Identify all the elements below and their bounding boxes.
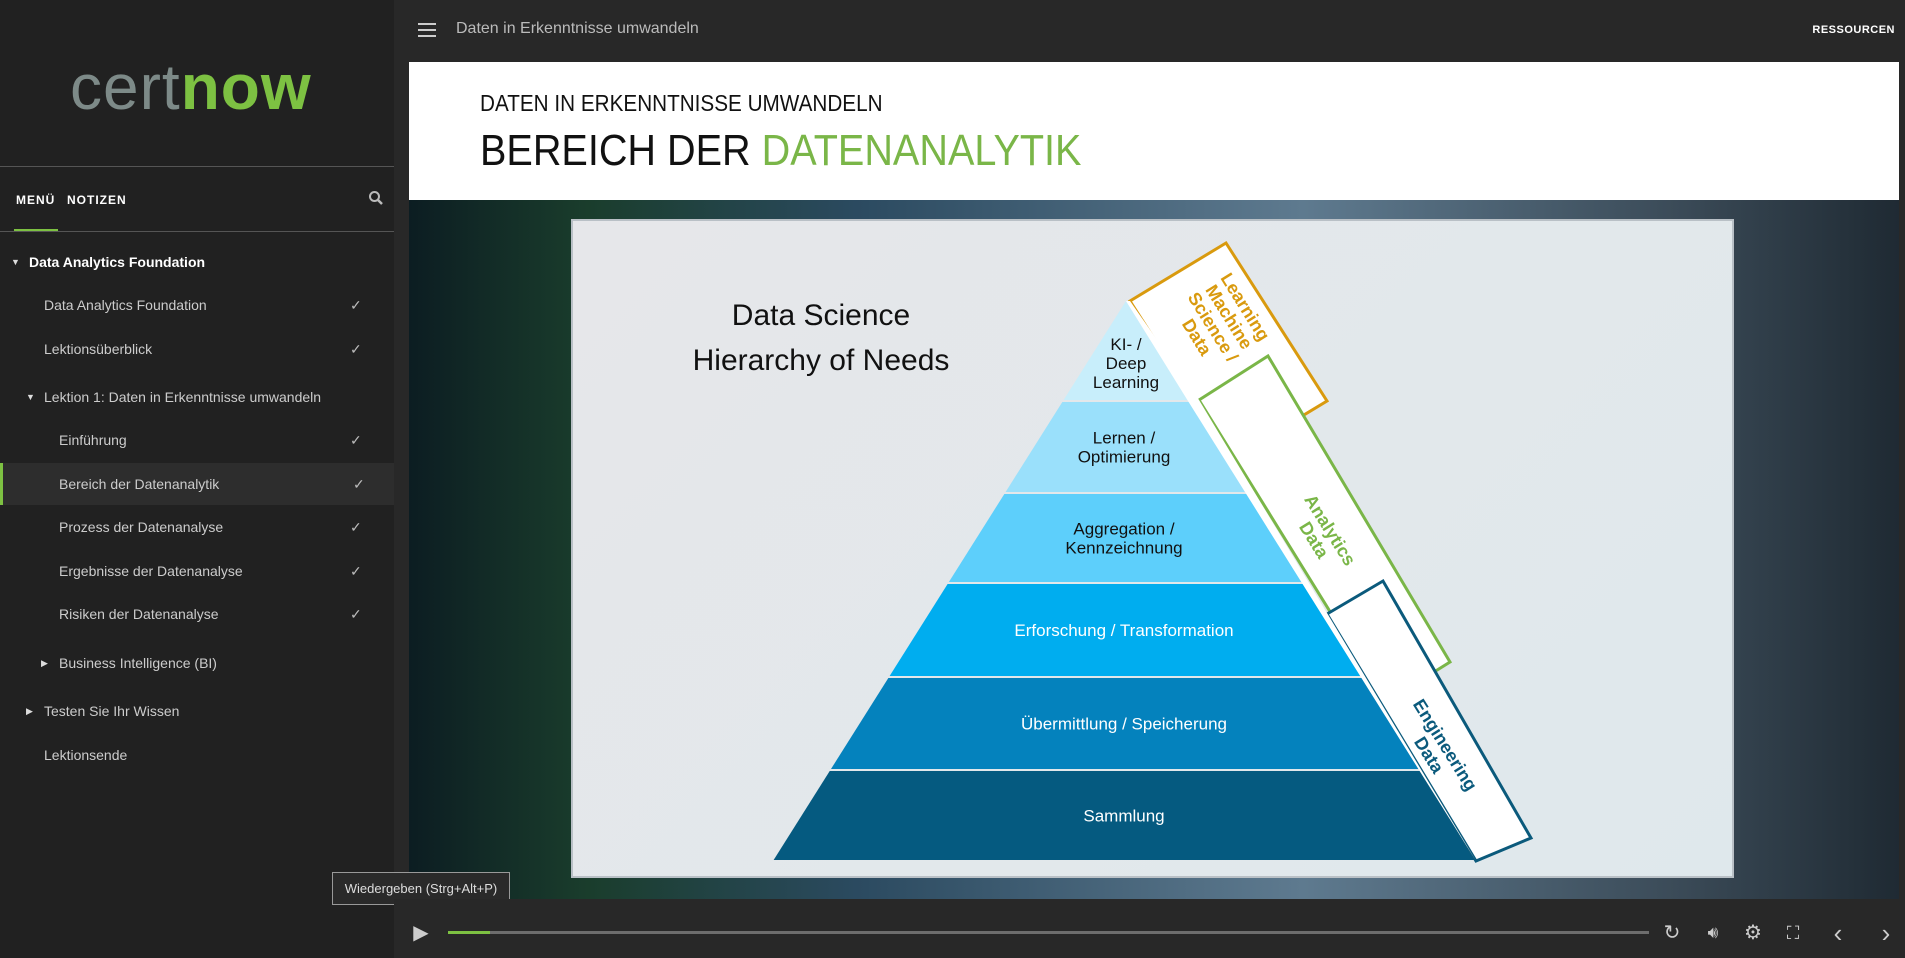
pyramid-layer-label: Sammlung [1083,807,1164,826]
slide-subtitle: DATEN IN ERKENNTNISSE UMWANDELN [480,90,883,116]
pyramid-layer-label: Kennzeichnung [1065,539,1182,558]
sidebar-item-label: Risiken der Datenanalyse [59,606,219,622]
caret-down-icon[interactable]: ▼ [26,392,35,402]
active-tab-indicator [14,229,58,232]
sidebar-item[interactable]: ▶ Testen Sie Ihr Wissen [0,690,394,732]
checkmark-icon: ✓ [350,605,362,622]
diagram-title-line: Data Science [732,299,910,332]
progress-fill [448,931,491,934]
sidebar-item-label: Einführung [59,432,127,448]
sidebar-item-label: Testen Sie Ihr Wissen [44,703,180,719]
caret-right-icon[interactable]: ▶ [41,657,48,668]
divider [0,231,394,232]
play-button[interactable]: ▶ [413,922,429,944]
slide-title-part: BEREICH DER [480,126,762,175]
pyramid-layer [773,771,1476,860]
volume-icon[interactable]: 🔊︎ [1707,923,1719,942]
checkmark-icon: ✓ [350,296,362,313]
checkmark-icon: ✓ [350,340,362,357]
slide-title: BEREICH DER DATENANALYTIK [480,126,1081,176]
pyramid-layer [1005,402,1246,492]
pyramid-layer-label: Erforschung / Transformation [1014,621,1233,640]
pyramid-layer [830,678,1419,769]
sidebar-item[interactable]: Bereich der Datenanalytik ✓ [0,463,394,505]
sidebar-item[interactable]: Lektionsüberblick ✓ [0,328,394,370]
sidebar-item[interactable]: Lektionsende [0,734,394,776]
player-controls [394,899,1905,958]
sidebar: certnow MENÜ NOTIZEN ▼ Data Analytics Fou… [0,0,394,958]
pyramid-layer [1063,301,1188,400]
pyramid-layer [948,494,1302,582]
sidebar-item-label: Lektionsüberblick [44,341,153,357]
menu-icon[interactable] [418,23,436,37]
resources-button[interactable]: RESSOURCEN [1812,24,1895,36]
next-slide-icon[interactable]: › [1881,918,1891,948]
caret-down-icon[interactable]: ▼ [11,257,20,267]
tab-menu[interactable]: MENÜ [16,193,56,207]
caret-right-icon[interactable]: ▶ [26,705,33,716]
sidebar-item[interactable]: ▼ Data Analytics Foundation [0,241,394,283]
sidebar-item-label: Data Analytics Foundation [44,297,207,313]
logo-text: cert [70,51,181,123]
pyramid-layer-label: Deep [1106,354,1147,373]
sidebar-item-label: Lektion 1: Daten in Erkenntnisse umwande… [44,389,322,405]
sidebar-item[interactable]: Data Analytics Foundation ✓ [0,284,394,326]
sidebar-item-label: Lektionsende [44,747,128,763]
sidebar-item[interactable]: ▼ Lektion 1: Daten in Erkenntnisse umwand… [0,376,394,418]
sidebar-item[interactable]: Risiken der Datenanalyse ✓ [0,593,394,635]
band-edge [1126,301,1476,861]
pyramid-layer-label: KI- / [1110,335,1141,354]
divider [0,166,394,167]
tab-notes[interactable]: NOTIZEN [67,193,127,207]
sidebar-item-label: Bereich der Datenanalytik [59,476,220,492]
search-icon[interactable] [368,190,384,206]
fullscreen-icon[interactable]: ⛶ [1786,923,1800,943]
sidebar-item[interactable]: ▶ Business Intelligence (BI) [0,642,394,684]
pyramid-layer-label: Übermittlung / Speicherung [1021,715,1227,734]
previous-slide-icon[interactable]: ‹ [1833,918,1843,948]
sidebar-item[interactable]: Einführung ✓ [0,419,394,461]
sidebar-item[interactable]: Prozess der Datenanalyse ✓ [0,506,394,548]
sidebar-item[interactable]: Ergebnisse der Datenanalyse ✓ [0,550,394,592]
diagram-title-line: Hierarchy of Needs [693,344,950,377]
checkmark-icon: ✓ [350,431,362,448]
sidebar-item-label: Prozess der Datenanalyse [59,519,224,535]
pyramid-layer-label: Aggregation / [1073,520,1174,539]
pyramid-layer [889,584,1361,676]
topbar-title: Daten in Erkenntnisse umwandeln [456,20,699,37]
settings-gear-icon[interactable]: ⚙ [1744,922,1762,944]
slide-title-highlight: DATENANALYTIK [761,126,1082,175]
checkmark-icon: ✓ [353,475,365,492]
sidebar-item-label: Data Analytics Foundation [29,254,206,270]
pyramid-layer-label: Learning [1093,373,1159,392]
certnow-logo: certnow [70,50,312,124]
progress-bar[interactable] [448,931,1649,934]
checkmark-icon: ✓ [350,562,362,579]
pyramid-layer-label: Optimierung [1078,448,1171,467]
logo-text-accent: now [180,51,312,123]
sidebar-item-label: Business Intelligence (BI) [59,655,217,671]
sidebar-item-label: Ergebnisse der Datenanalyse [59,563,243,579]
slide-header: DATEN IN ERKENNTNISSE UMWANDELN BEREICH … [409,62,1899,200]
replay-icon[interactable]: ↻ [1663,922,1681,944]
pyramid-layer-label: Lernen / [1093,429,1156,448]
checkmark-icon: ✓ [350,518,362,535]
